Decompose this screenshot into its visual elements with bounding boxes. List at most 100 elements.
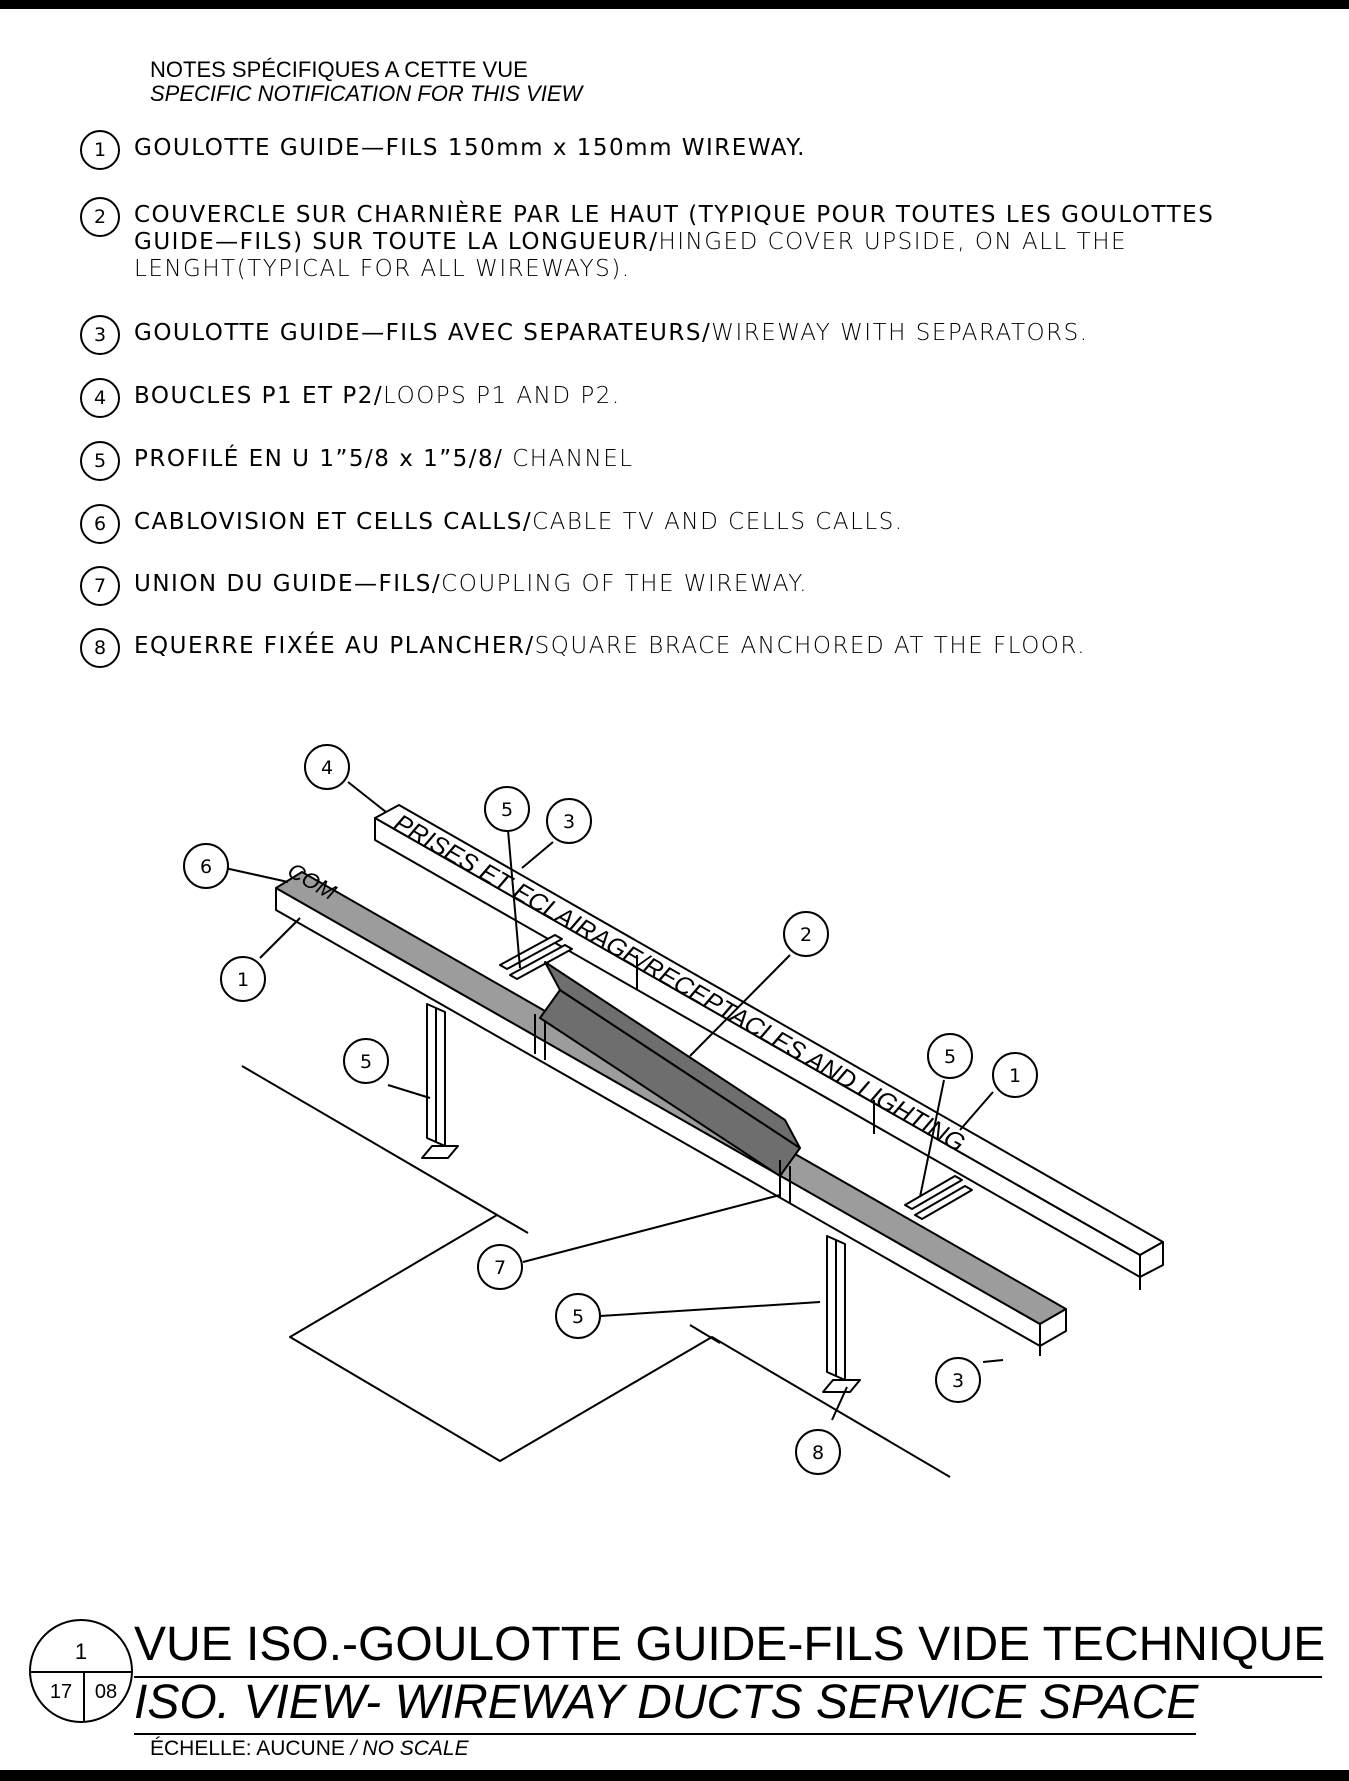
note-number-badge: 3 xyxy=(80,315,120,355)
svg-text:8: 8 xyxy=(812,1442,824,1464)
note-text-en: CABLE TV AND CELLS CALLS. xyxy=(532,509,904,535)
note-item-6: 6 CABLOVISION ET CELLS CALLS/CABLE TV AN… xyxy=(80,504,1304,544)
callout-balloon-5: 5 xyxy=(343,1038,389,1084)
note-number-badge: 6 xyxy=(80,504,120,544)
left-support-bracket xyxy=(421,1145,459,1159)
callout-balloon-1: 1 xyxy=(220,956,266,1002)
note-text-fr: COUVERCLE SUR CHARNIÈRE PAR LE HAUT (TYP… xyxy=(134,202,1215,255)
note-text: GOULOTTE GUIDE—FILS AVEC SEPARATEURS/WIR… xyxy=(134,315,1304,347)
right-support-bracket xyxy=(822,1379,861,1393)
channel-cross-piece xyxy=(914,1185,973,1220)
callout-balloon-1: 1 xyxy=(992,1052,1038,1098)
note-item-3: 3 GOULOTTE GUIDE—FILS AVEC SEPARATEURS/W… xyxy=(80,315,1304,355)
note-item-8: 8 EQUERRE FIXÉE AU PLANCHER/SQUARE BRACE… xyxy=(80,628,1304,668)
callout-balloon-5: 5 xyxy=(484,786,530,832)
note-text-fr: GOULOTTE GUIDE—FILS AVEC SEPARATEURS/ xyxy=(134,320,712,346)
note-text-fr: GOULOTTE GUIDE—FILS 150mm x 150mm WIREWA… xyxy=(134,135,806,161)
note-text-fr: EQUERRE FIXÉE AU PLANCHER/ xyxy=(134,633,535,659)
floor-line xyxy=(241,1065,529,1234)
scale-en: / NO SCALE xyxy=(350,1737,469,1760)
frame-top-border xyxy=(0,0,1349,9)
leader-line xyxy=(521,841,554,869)
note-text-fr: CABLOVISION ET CELLS CALLS/ xyxy=(134,509,533,535)
bubble-divider xyxy=(83,1672,85,1721)
floor-outline xyxy=(289,1214,951,1478)
note-item-4: 4 BOUCLES P1 ET P2/LOOPS P1 AND P2. xyxy=(80,378,1304,418)
channel-cross-piece xyxy=(509,944,573,980)
callout-balloon-8: 8 xyxy=(795,1429,841,1475)
title-english: ISO. VIEW- WIREWAY DUCTS SERVICE SPACE xyxy=(134,1676,1199,1729)
floor-line xyxy=(689,1324,721,1344)
sheet-sub-number: 08 xyxy=(94,1681,118,1703)
svg-text:5: 5 xyxy=(572,1306,584,1328)
note-text-en: SQUARE BRACE ANCHORED AT THE FLOOR. xyxy=(534,633,1086,659)
note-text-en: COUPLING OF THE WIREWAY. xyxy=(441,571,808,597)
note-text: COUVERCLE SUR CHARNIÈRE PAR LE HAUT (TYP… xyxy=(134,197,1304,283)
callout-balloon-5: 5 xyxy=(927,1033,973,1079)
leader-line xyxy=(522,1194,781,1263)
note-text-fr: BOUCLES P1 ET P2/ xyxy=(134,383,384,409)
svg-text:6: 6 xyxy=(200,856,212,878)
svg-text:3: 3 xyxy=(952,1370,964,1392)
note-text-fr: PROFILÉ EN U 1”5/8 x 1”5/8/ xyxy=(134,446,504,472)
leader-line xyxy=(387,1084,431,1099)
title-underline xyxy=(134,1733,1196,1735)
note-text-en: LOOPS P1 AND P2. xyxy=(383,383,621,409)
frame-bottom-border xyxy=(0,1770,1349,1781)
note-number-badge: 2 xyxy=(80,197,120,237)
callout-balloon-6: 6 xyxy=(183,843,229,889)
svg-text:1: 1 xyxy=(1009,1065,1021,1087)
note-text-en: HINGED COVER UPSIDE, ON ALL THE LENGHT(T… xyxy=(134,229,1128,282)
callout-balloon-2: 2 xyxy=(783,911,829,957)
callout-balloon-3: 3 xyxy=(935,1357,981,1403)
isometric-wireway-drawing: PRISES ET ECLAIRAGE/RECEPTACLES AND LIGH… xyxy=(183,744,1164,1478)
callout-balloon-4: 4 xyxy=(304,744,350,790)
channel-cross-piece xyxy=(499,934,563,970)
svg-text:4: 4 xyxy=(321,757,333,779)
svg-text:5: 5 xyxy=(944,1046,956,1068)
leader-line xyxy=(959,1091,994,1131)
title-underline xyxy=(134,1676,1322,1678)
svg-text:3: 3 xyxy=(563,811,575,833)
sheet-number: 17 xyxy=(49,1681,73,1703)
leader-line xyxy=(689,954,791,1057)
note-item-7: 7 UNION DU GUIDE—FILS/COUPLING OF THE WI… xyxy=(80,566,1304,606)
note-item-5: 5 PROFILÉ EN U 1”5/8 x 1”5/8/ CHANNEL xyxy=(80,441,1304,481)
svg-text:1: 1 xyxy=(237,969,249,991)
svg-text:5: 5 xyxy=(501,799,513,821)
note-text: BOUCLES P1 ET P2/LOOPS P1 AND P2. xyxy=(134,378,1304,410)
leader-line xyxy=(919,1079,945,1198)
note-text: GOULOTTE GUIDE—FILS 150mm x 150mm WIREWA… xyxy=(134,130,1304,162)
callout-balloon-7: 7 xyxy=(477,1244,523,1290)
notes-header-fr: NOTES SPÉCIFIQUES A CETTE VUE xyxy=(150,57,528,82)
scale-note: ÉCHELLE: AUCUNE / NO SCALE xyxy=(150,1737,469,1761)
leader-line xyxy=(982,1359,1004,1363)
note-text-en: WIREWAY WITH SEPARATORS. xyxy=(711,320,1089,346)
channel-cross-piece xyxy=(904,1175,963,1210)
leader-line xyxy=(831,1386,848,1421)
leader-line xyxy=(599,1301,821,1317)
note-text-en: CHANNEL xyxy=(503,446,634,472)
notes-header-en: SPECIFIC NOTIFICATION FOR THIS VIEW xyxy=(150,81,583,106)
note-number-badge: 8 xyxy=(80,628,120,668)
callout-balloon-5: 5 xyxy=(555,1293,601,1339)
note-item-1: 1 GOULOTTE GUIDE—FILS 150mm x 150mm WIRE… xyxy=(80,130,1304,170)
note-text: UNION DU GUIDE—FILS/COUPLING OF THE WIRE… xyxy=(134,566,1304,598)
svg-text:5: 5 xyxy=(360,1051,372,1073)
title-french: VUE ISO.-GOULOTTE GUIDE-FILS VIDE TECHNI… xyxy=(134,1618,1326,1671)
note-text-fr: UNION DU GUIDE—FILS/ xyxy=(134,571,442,597)
note-text: CABLOVISION ET CELLS CALLS/CABLE TV AND … xyxy=(134,504,1304,536)
leader-line xyxy=(259,917,301,959)
detail-reference-bubble: 1 17 08 xyxy=(29,1619,133,1723)
svg-text:7: 7 xyxy=(494,1257,506,1279)
note-text: EQUERRE FIXÉE AU PLANCHER/SQUARE BRACE A… xyxy=(134,628,1304,660)
notes-header: NOTES SPÉCIFIQUES A CETTE VUE SPECIFIC N… xyxy=(150,58,582,106)
callout-balloon-3: 3 xyxy=(546,798,592,844)
note-number-badge: 1 xyxy=(80,130,120,170)
note-number-badge: 4 xyxy=(80,378,120,418)
leader-line xyxy=(507,829,521,969)
note-number-badge: 5 xyxy=(80,441,120,481)
scale-fr: ÉCHELLE: AUCUNE xyxy=(150,1737,345,1760)
bubble-divider xyxy=(31,1671,131,1673)
note-text: PROFILÉ EN U 1”5/8 x 1”5/8/ CHANNEL xyxy=(134,441,1304,473)
